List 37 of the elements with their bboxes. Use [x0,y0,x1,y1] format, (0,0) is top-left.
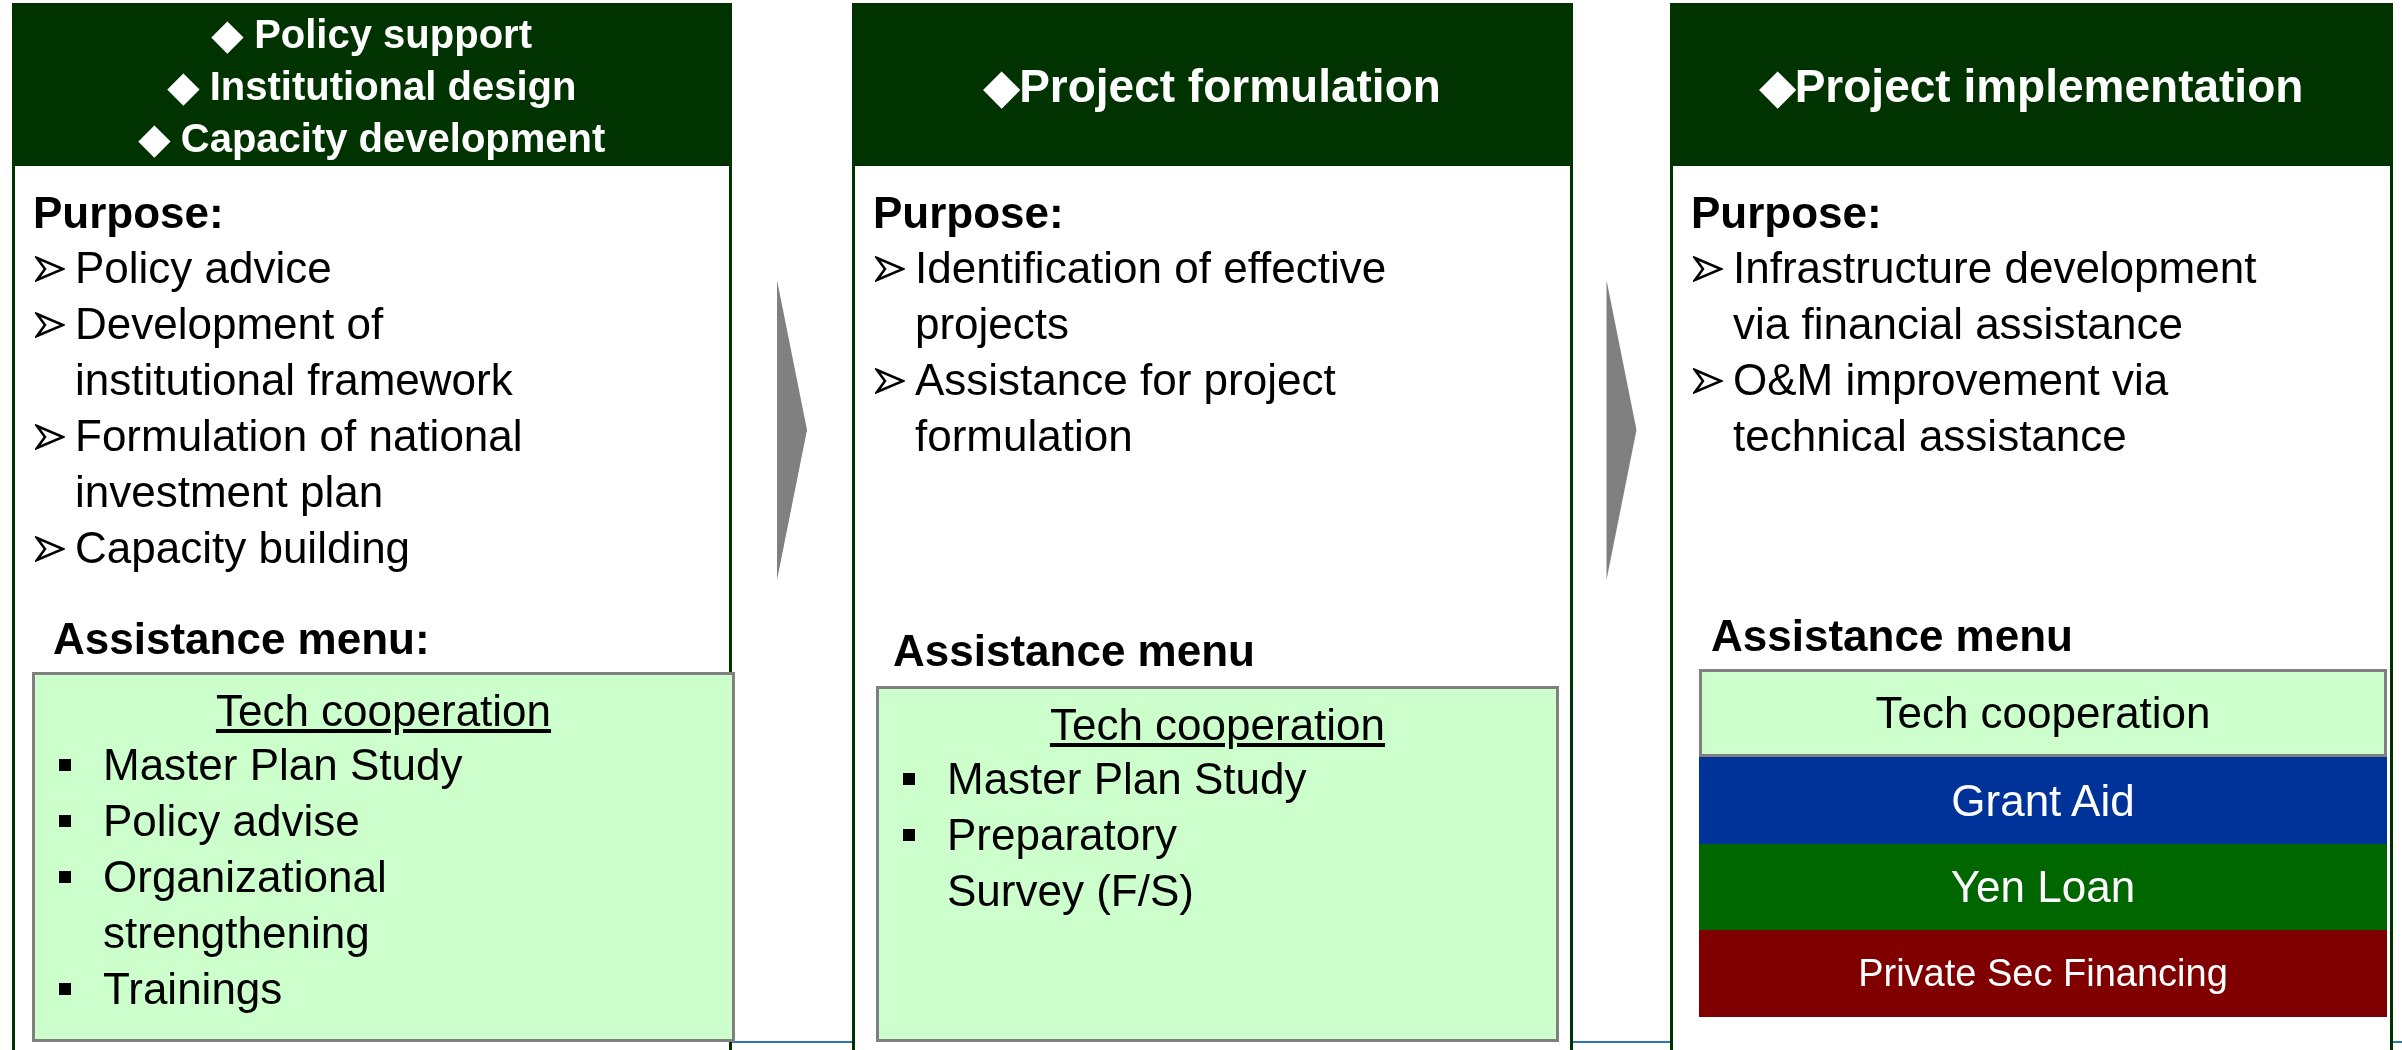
header-text: ◆Project implementation [1759,59,2304,114]
menu-band: Grant Aid [1699,757,2387,844]
bullet-item: Assistance for project formulation [873,352,1453,464]
bullet-item: Trainings [51,961,463,1017]
bullet-item: Infrastructure development via financial assistance [1691,240,2271,352]
bullet-item: Capacity building [33,520,613,576]
header-text: ◆Project formulation [984,59,1441,114]
header-text: ◆ Institutional design [167,63,577,110]
section-heading: Assistance menu [893,626,1255,676]
menu-band: Tech cooperation [1699,669,2387,757]
header-text: ◆ Policy support [212,11,532,58]
stage-panel [12,3,732,1050]
menu-band: Yen Loan [1699,844,2387,930]
menu-box [32,672,735,1042]
header-text: ◆ Capacity development [138,115,606,162]
menu-band: Private Sec Financing [1699,930,2387,1017]
bullet-item: Preparatory Survey (F/S) [895,807,1307,919]
bullet-item: O&M improvement via technical assistance [1691,352,2271,464]
bullet-item: Identification of effective projects [873,240,1453,352]
section-heading: Assistance menu [1711,611,2073,661]
box-title: Tech cooperation [214,685,553,737]
bullet-item: Development of institutional framework [33,296,613,408]
chevron-arrow [777,280,807,580]
bullet-item: Formulation of national investment plan [33,408,613,520]
section-heading: Purpose: [33,187,225,239]
bullet-item: Master Plan Study [895,751,1307,807]
stage-panel [852,3,1573,1050]
section-heading: Purpose: [1691,187,1883,239]
bullet-item: Policy advice [33,240,613,296]
section-heading: Purpose: [873,187,1065,239]
stage-panel [1670,3,2393,1050]
bullet-item: Organizational strengthening [51,849,463,961]
bullet-item: Policy advise [51,793,463,849]
menu-box [876,686,1559,1042]
bullet-item: Master Plan Study [51,737,463,793]
section-heading: Assistance menu: [53,614,430,664]
box-title: Tech cooperation [1048,699,1387,751]
